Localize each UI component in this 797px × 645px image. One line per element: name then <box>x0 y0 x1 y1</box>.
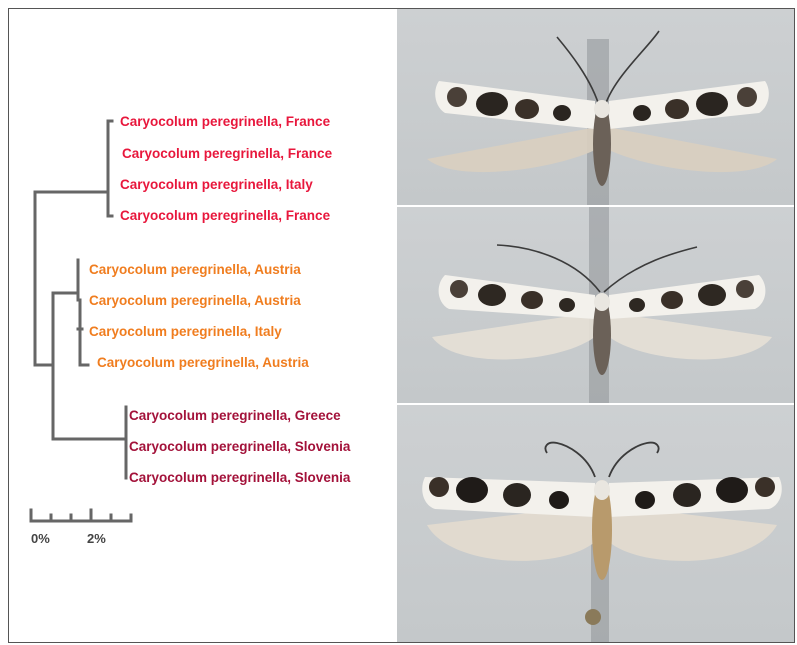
moth-image-1 <box>397 9 795 205</box>
moth-image-3 <box>397 405 795 643</box>
figure-frame: Caryocolum peregrinella, France Caryocol… <box>8 8 795 643</box>
specimen-photo-2 <box>397 207 795 403</box>
specimen-photo-3 <box>397 405 795 643</box>
phylogenetic-tree-panel: Caryocolum peregrinella, France Caryocol… <box>9 9 397 643</box>
moth-image-2 <box>397 207 795 403</box>
specimen-photo-panel <box>397 9 795 643</box>
leaf-label-austria-1: Caryocolum peregrinella, Austria <box>89 262 301 278</box>
leaf-label-austria-3: Caryocolum peregrinella, Austria <box>97 355 309 371</box>
leaf-label-france-2: Caryocolum peregrinella, France <box>122 146 332 162</box>
leaf-label-austria-2: Caryocolum peregrinella, Austria <box>89 293 301 309</box>
leaf-label-slovenia-1: Caryocolum peregrinella, Slovenia <box>129 439 350 455</box>
leaf-label-france-1: Caryocolum peregrinella, France <box>120 114 330 130</box>
leaf-label-italy-1: Caryocolum peregrinella, Italy <box>120 177 313 193</box>
leaf-label-greece: Caryocolum peregrinella, Greece <box>129 408 341 424</box>
leaf-label-france-3: Caryocolum peregrinella, France <box>120 208 330 224</box>
scale-bar-label-2: 2% <box>87 531 106 546</box>
scale-bar-label-0: 0% <box>31 531 50 546</box>
leaf-label-italy-2: Caryocolum peregrinella, Italy <box>89 324 282 340</box>
leaf-label-slovenia-2: Caryocolum peregrinella, Slovenia <box>129 470 350 486</box>
specimen-photo-1 <box>397 9 795 205</box>
